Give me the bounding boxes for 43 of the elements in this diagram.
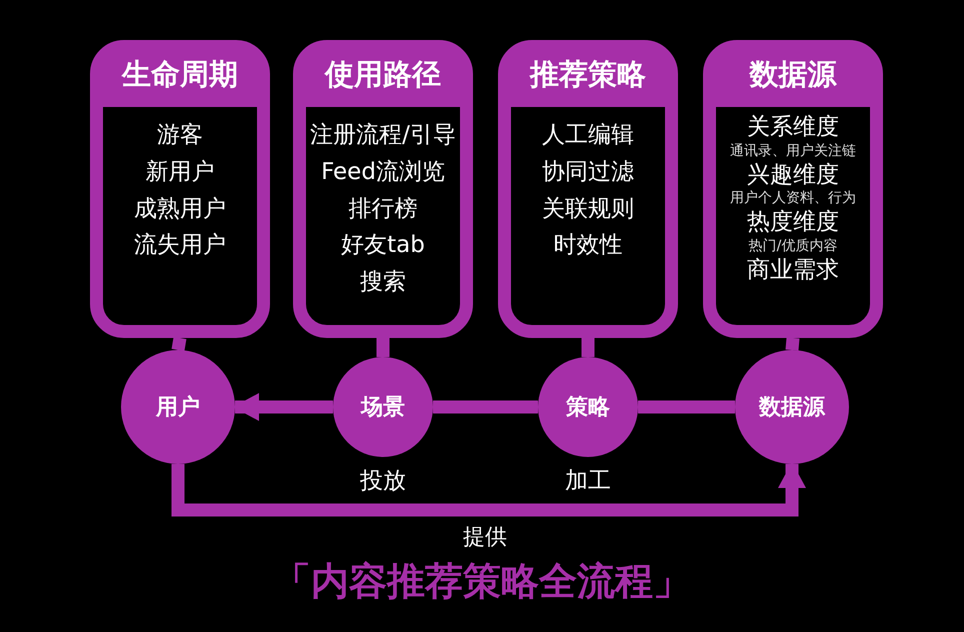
arrow — [233, 393, 333, 421]
card-heading: 使用路径 — [306, 53, 460, 107]
node-label: 策略 — [566, 394, 610, 422]
card-heading: 数据源 — [716, 53, 870, 107]
list-item: 注册流程/引导 — [310, 121, 456, 150]
node-caption: 投放 — [360, 467, 406, 496]
list-item: 排行榜 — [348, 194, 418, 224]
list-item: 时效性 — [554, 231, 622, 260]
connector-line — [433, 400, 538, 414]
list-item: 关系维度 — [747, 113, 839, 142]
list-item: 关联规则 — [542, 194, 634, 224]
list-item: 游客 — [157, 121, 203, 150]
list-item: 成熟用户 — [134, 194, 226, 224]
node-label: 场景 — [361, 394, 405, 422]
connector-line — [376, 338, 390, 357]
node-label: 数据源 — [759, 394, 825, 422]
item-note: 通讯录、用户关注链 — [730, 142, 856, 161]
connector-line — [582, 338, 594, 357]
card-heading: 生命周期 — [103, 53, 257, 107]
connector-line — [638, 400, 735, 414]
diagram-title: 「内容推荐策略全流程」 — [272, 558, 692, 605]
arrow — [172, 462, 806, 516]
item-note: 热门/优质内容 — [748, 237, 838, 256]
card-heading: 推荐策略 — [511, 53, 665, 107]
list-item: 兴趣维度 — [747, 160, 839, 190]
list-item: 热度维度 — [747, 208, 839, 238]
rounded-card — [293, 40, 473, 338]
item-note: 用户个人资料、行为 — [730, 189, 856, 208]
list-item: 搜索 — [360, 268, 406, 298]
rounded-card — [90, 40, 270, 338]
list-item: 商业需求 — [747, 256, 839, 285]
connector-line — [172, 336, 186, 352]
rounded-card — [498, 40, 678, 338]
list-item: 流失用户 — [134, 231, 226, 260]
list-item: 好友tab — [341, 231, 425, 260]
node-label: 用户 — [156, 394, 200, 422]
list-item: 人工编辑 — [542, 121, 634, 150]
rounded-card — [703, 40, 883, 338]
connector-line — [786, 337, 800, 351]
list-item: 协同过滤 — [542, 158, 634, 187]
list-item: 新用户 — [146, 158, 214, 187]
list-item: Feed流浏览 — [321, 158, 445, 187]
node-caption: 加工 — [565, 467, 611, 496]
